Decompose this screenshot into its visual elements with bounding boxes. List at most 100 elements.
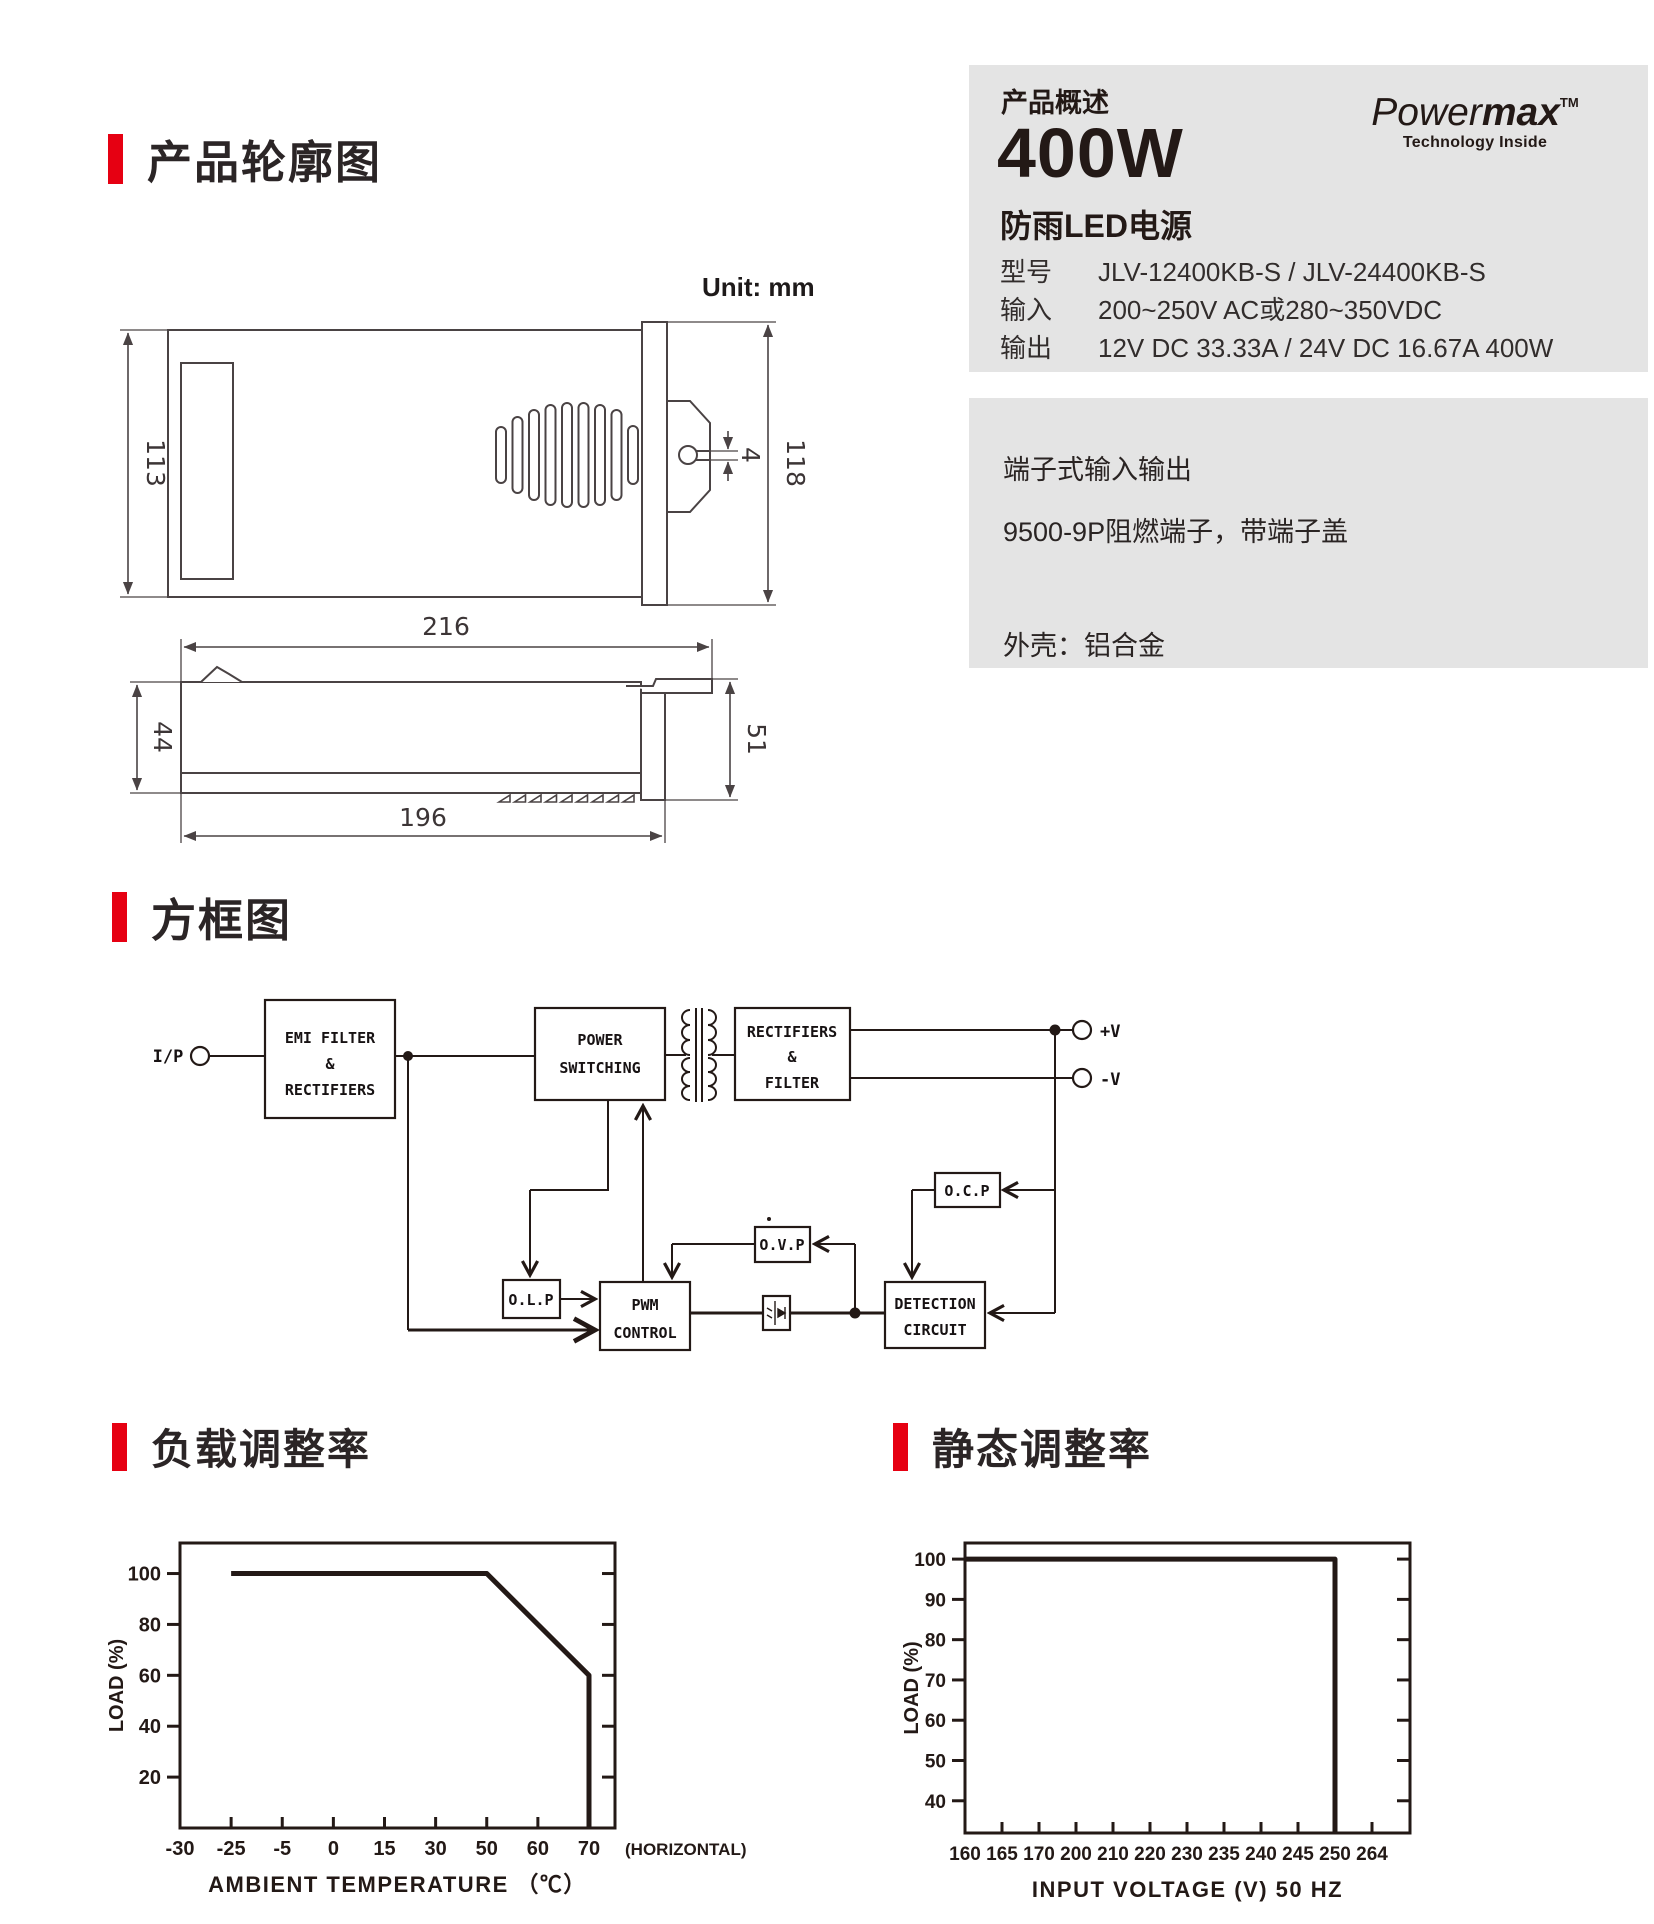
x-tick-label: 264	[1356, 1844, 1388, 1865]
junction-dot	[1049, 1024, 1061, 1036]
brand-name: PowermaxTM	[1371, 91, 1579, 134]
product-type: 防雨LED电源	[1000, 208, 1193, 244]
y-tick-label: 80	[139, 1614, 161, 1636]
svg-text:RECTIFIERS: RECTIFIERS	[747, 1023, 837, 1041]
input-label: I/P	[153, 1047, 184, 1067]
svg-text:FILTER: FILTER	[765, 1074, 820, 1092]
transformer-secondary	[707, 1009, 717, 1101]
y-axis-title: LOAD (%)	[106, 1639, 128, 1732]
y-tick-label: 40	[139, 1716, 161, 1738]
x-tick-label: 240	[1245, 1844, 1277, 1865]
powermax-logo: PowermaxTM Technology Inside	[1340, 83, 1610, 152]
svg-text:O.V.P: O.V.P	[759, 1236, 804, 1254]
unit-label: Unit: mm	[702, 272, 815, 302]
x-tick-label: 165	[986, 1844, 1018, 1865]
x-tick-label: 200	[1060, 1844, 1092, 1865]
feature-housing: 外壳：铝合金	[1003, 631, 1165, 661]
section-title-static-regulation: 静态调整率	[932, 1426, 1153, 1473]
side-view-dimensions	[130, 639, 738, 843]
svg-text:O.C.P: O.C.P	[944, 1182, 989, 1200]
transformer-primary	[681, 1009, 691, 1101]
tm-mark: TM	[1559, 95, 1579, 110]
x-tick-label: 160	[949, 1844, 981, 1865]
accent-bar	[108, 133, 123, 184]
section-static-regulation: 静态调整率	[893, 1416, 1152, 1477]
overview-panel: 产品概述 PowermaxTM Technology Inside 400W 防…	[969, 65, 1648, 372]
block-olp	[501, 1278, 562, 1320]
stray-dot	[767, 1217, 771, 1221]
x-axis-title: AMBIENT TEMPERATURE （℃）	[208, 1872, 587, 1897]
x-tick-label: 30	[425, 1838, 447, 1860]
load-vs-input-voltage	[965, 1556, 1338, 1833]
input-terminal	[189, 1045, 211, 1067]
block-pwm-control	[598, 1280, 692, 1352]
dim-196: 196	[399, 803, 447, 832]
block-power-switching	[533, 1006, 667, 1102]
section-outline: 产品轮廓图	[108, 126, 382, 191]
junction-dot	[849, 1307, 861, 1319]
y-tick-label: 60	[139, 1665, 161, 1687]
svg-text:CONTROL: CONTROL	[613, 1324, 676, 1342]
y-tick-label: 100	[128, 1564, 161, 1586]
svg-text:&: &	[787, 1048, 797, 1066]
x-tick-label: 245	[1282, 1844, 1314, 1865]
accent-bar	[112, 891, 127, 942]
negative-terminal	[1071, 1067, 1093, 1089]
block-diagram: I/P +V -V EMI FILTER & RECTIFIERS POWER …	[153, 998, 1120, 1352]
accent-bar	[893, 1422, 908, 1471]
x-tick-label: 220	[1134, 1844, 1166, 1865]
dim-51: 51	[742, 723, 771, 755]
svg-text:&: &	[325, 1055, 335, 1073]
y-tick-label: 60	[925, 1711, 946, 1732]
x-tick-label: -30	[166, 1838, 195, 1860]
junction-dot	[403, 1051, 413, 1061]
x-tick-label: 60	[527, 1838, 549, 1860]
dim-118: 118	[781, 439, 810, 487]
y-tick-label: 90	[925, 1590, 946, 1611]
section-title-block-diagram: 方框图	[151, 895, 293, 946]
positive-terminal	[1071, 1019, 1093, 1041]
x-tick-label: 250	[1319, 1844, 1351, 1865]
x-tick-label: -25	[217, 1838, 246, 1860]
features-panel: 端子式输入输出 9500-9P阻燃端子，带端子盖 外壳：铝合金	[969, 398, 1648, 668]
x-tick-label: 210	[1097, 1844, 1129, 1865]
dim-216: 216	[422, 612, 470, 641]
block-rectifiers-filter	[733, 1006, 852, 1102]
x-tick-label: 170	[1023, 1844, 1055, 1865]
top-view	[167, 321, 711, 606]
section-title-outline: 产品轮廓图	[147, 137, 383, 188]
y-tick-label: 100	[914, 1550, 946, 1571]
positive-output-label: +V	[1100, 1022, 1120, 1042]
wattage: 400W	[997, 114, 1184, 192]
load-vs-ambient-temperature	[231, 1571, 592, 1828]
x-axis-title: INPUT VOLTAGE (V) 50 HZ	[1032, 1877, 1343, 1902]
top-view-dimensions	[120, 321, 776, 606]
x-tick-label: 235	[1208, 1844, 1240, 1865]
x-tick-label: 0	[328, 1838, 339, 1860]
y-tick-label: 50	[925, 1752, 946, 1773]
section-load-regulation: 负载调整率	[112, 1416, 371, 1477]
negative-output-label: -V	[1100, 1070, 1120, 1090]
x-axis-note: (HORIZONTAL)	[625, 1840, 747, 1859]
y-tick-label: 20	[139, 1767, 161, 1789]
opto-coupler-glyph	[766, 1301, 787, 1325]
y-axis-title: LOAD (%)	[901, 1641, 923, 1734]
accent-bar	[112, 1422, 127, 1471]
svg-text:POWER: POWER	[577, 1031, 623, 1049]
y-tick-label: 40	[925, 1792, 946, 1813]
section-title-load-regulation: 负载调整率	[151, 1426, 372, 1473]
svg-text:CIRCUIT: CIRCUIT	[903, 1321, 966, 1339]
x-tick-label: 15	[373, 1838, 395, 1860]
side-view	[180, 665, 713, 803]
overview-label: 产品概述	[1001, 88, 1109, 118]
svg-text:EMI FILTER: EMI FILTER	[285, 1029, 376, 1047]
block-labels: EMI FILTER & RECTIFIERS POWER SWITCHING …	[285, 1023, 990, 1342]
svg-text:SWITCHING: SWITCHING	[559, 1059, 640, 1077]
outline-drawing: 113 118 4	[120, 321, 810, 843]
